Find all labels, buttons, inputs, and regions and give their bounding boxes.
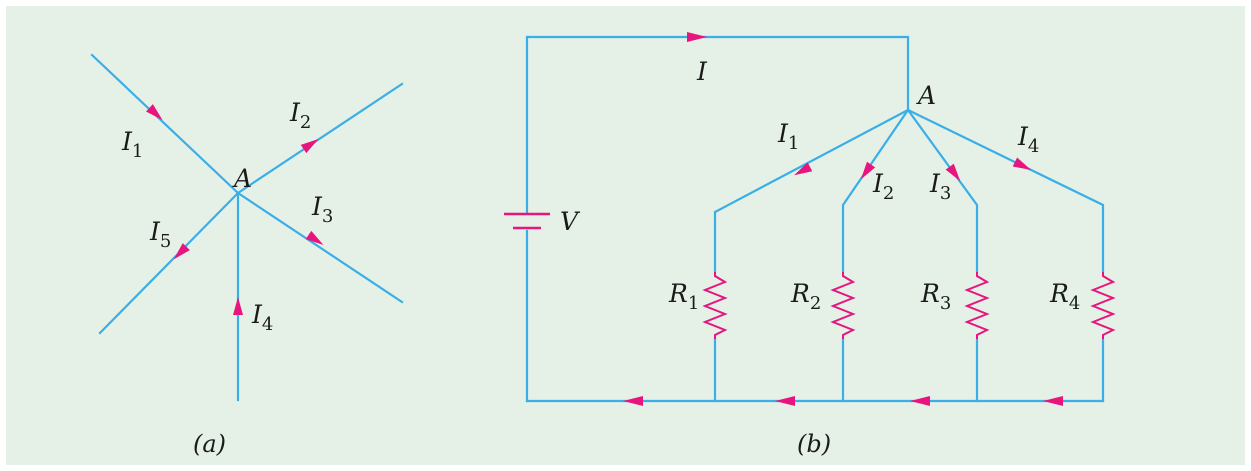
arrow-i5: [173, 243, 190, 260]
resistor-r3: [964, 272, 990, 339]
resistor-r4: [1090, 272, 1116, 339]
arrow-return-1: [623, 396, 643, 406]
current-i5-label: I5: [149, 217, 171, 252]
resistor-r4-label: R4: [1049, 279, 1080, 314]
arrow-return-2: [775, 396, 795, 406]
arrow-i3: [945, 163, 961, 182]
node-a-label: A: [232, 164, 252, 193]
current-i1-label: I1: [777, 119, 799, 154]
resistor-r3-label: R3: [920, 279, 951, 314]
resistor-r1-label: R1: [668, 279, 699, 314]
source-v-label: V: [560, 207, 581, 236]
junction-diagram: A I1 I2 I3 I4 I5 (a): [90, 53, 404, 458]
caption-b: (b): [797, 430, 831, 458]
current-i2-label: I2: [872, 169, 894, 204]
arrow-i2: [860, 161, 876, 180]
arrow-i3: [305, 230, 324, 245]
wire-i3: [236, 191, 404, 304]
arrow-main-current: [687, 32, 707, 42]
caption-a: (a): [193, 430, 226, 458]
arrow-i1: [146, 104, 163, 121]
resistor-r1: [702, 272, 728, 339]
current-i3-label: I3: [929, 169, 951, 204]
wire-branch-2: [841, 108, 910, 274]
node-a-label: A: [916, 81, 936, 110]
resistor-r2: [830, 272, 856, 339]
current-i1-label: I1: [121, 127, 143, 162]
wire-i5: [98, 191, 240, 335]
current-i4-label: I4: [251, 300, 273, 335]
arrow-return-4: [1043, 396, 1063, 406]
resistor-r2-label: R2: [790, 279, 821, 314]
arrow-i2: [300, 139, 319, 154]
arrow-return-3: [910, 396, 930, 406]
main-current-label: I: [696, 57, 708, 86]
wire-branch-4: [906, 108, 1105, 274]
figure-background: [6, 6, 1245, 465]
current-i4-label: I4: [1017, 122, 1039, 157]
wire-branch-1: [713, 108, 910, 274]
current-i2-label: I2: [289, 98, 311, 133]
parallel-circuit-diagram: I A V I1 I2 I3 I4 R1 R2 R3 R4 (b): [504, 32, 1116, 458]
arrow-i4: [1012, 157, 1032, 170]
wire-branch-3: [906, 108, 979, 274]
wire-i2: [236, 82, 404, 195]
wire-i1: [90, 53, 240, 195]
wire-top: [525, 35, 910, 214]
arrow-i4: [233, 297, 243, 315]
current-i3-label: I3: [311, 192, 333, 227]
arrow-i1: [794, 162, 813, 176]
